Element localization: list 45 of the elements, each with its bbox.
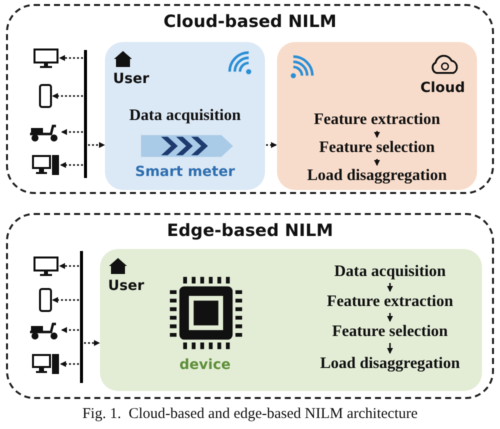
dashed-frame [6,213,494,399]
device-label: device [178,356,232,375]
panel-label: User [108,277,144,296]
arrow [61,327,79,333]
step-text: Feature selection [319,138,435,158]
arrow [59,55,83,61]
arrow [266,142,277,148]
panel-label: User [113,70,150,89]
bus-line [80,251,83,383]
arrow [60,361,79,367]
step-text: Data acquisition [334,262,446,282]
step-text: Load disaggregation [320,354,460,374]
dashed-frame [6,4,494,194]
step-text: Load disaggregation [307,166,447,186]
step-text: Data acquisition [128,106,242,126]
arrow [52,297,79,303]
arrow [60,162,83,168]
arrow [374,131,380,138]
step-text: Feature selection [332,322,448,342]
phone-icon [39,84,52,108]
arrow [59,263,79,269]
arrow [52,93,83,99]
monitor-icon [33,256,59,276]
edge-device-panel [100,249,482,391]
device-label: Smart meter [134,163,236,182]
bus-line [84,50,87,178]
cloud-panel [277,42,477,190]
frame-title: Edge-based NILM [166,220,334,243]
arrow [84,340,100,346]
phone-icon [39,288,52,312]
panel-label: Cloud [420,79,465,98]
arrow [61,129,83,135]
arrow [88,142,105,148]
frame-title: Cloud-based NILM [162,11,338,34]
monitor-icon [33,48,59,68]
user-panel [105,42,265,190]
step-text: Feature extraction [326,292,454,312]
computer-icon [32,353,60,375]
figure-caption: Fig. 1. Cloud-based and edge-based NILM architecture [81,405,419,424]
arrow [387,313,393,322]
arrow [374,159,380,166]
arrow [387,343,393,354]
computer-icon [32,154,60,176]
step-text: Feature extraction [314,110,440,130]
arrow [387,283,393,292]
